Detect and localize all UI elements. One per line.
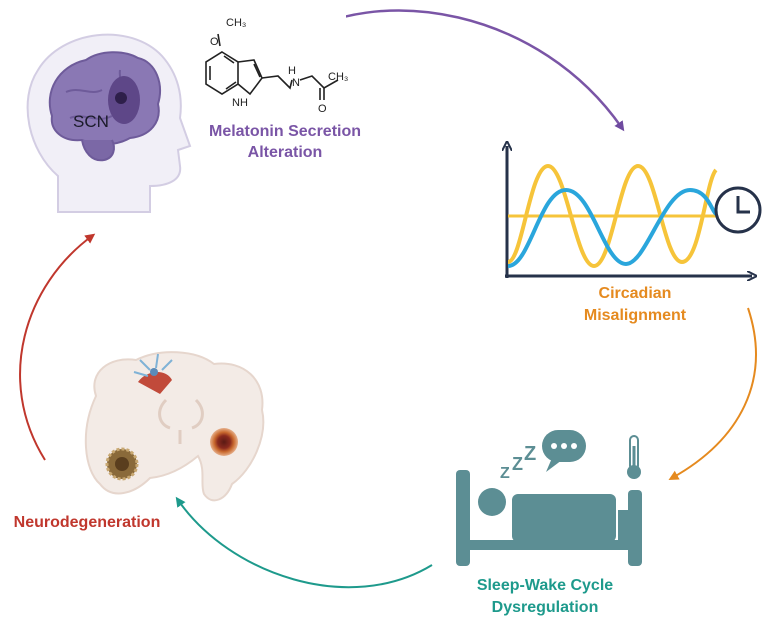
arrow-neuro-to-brain: [19, 233, 96, 461]
bed-headboard: [456, 470, 470, 566]
brain-section-illustration: [84, 351, 265, 502]
sleep-z-mid: Z: [512, 454, 523, 474]
label-melatonin-line1: Melatonin Secretion: [208, 123, 362, 140]
sleep-z-small: Z: [500, 465, 510, 482]
scn-dot: [115, 92, 127, 104]
microglia-cell: [133, 353, 173, 394]
sleep-z-large: Z: [524, 443, 536, 465]
label-sleep-line2: Dysregulation: [491, 599, 599, 616]
sleeper-body: [512, 494, 616, 542]
label-melatonin-line2: Alteration: [247, 144, 323, 161]
bed-footboard: [628, 490, 642, 566]
label-circadian-line2: Misalignment: [583, 307, 687, 324]
arrow-sleep-to-neuro: [175, 496, 433, 589]
label-circadian-line1: Circadian: [598, 285, 672, 302]
molecule-indole-nh: NH: [232, 97, 248, 109]
clock-hands: [736, 196, 750, 214]
molecule-methyl-top: CH₃: [226, 17, 246, 29]
molecule-methyl-right: CH₃: [328, 71, 348, 83]
wave-yellow: [507, 163, 718, 269]
brain-section: [84, 351, 265, 502]
label-sleep-line1: Sleep-Wake Cycle: [476, 577, 614, 594]
sleep-illustration: [456, 430, 642, 566]
molecule-nitrogen-amide: N: [292, 77, 300, 89]
head-brain-illustration: [26, 33, 192, 213]
molecule-hydrogen-amide: H: [288, 65, 296, 77]
label-scn: SCN: [73, 112, 109, 131]
arrow-circadian-to-sleep: [668, 307, 757, 480]
molecule-oxygen-top: O: [210, 36, 219, 48]
circadian-graph: [505, 146, 762, 278]
amyloid-lesion: [210, 428, 238, 456]
wave-blue: [507, 187, 718, 268]
melatonin-molecule: [196, 14, 346, 124]
label-neurodegeneration: Neurodegeneration: [13, 514, 161, 531]
bed-mattress: [470, 540, 628, 550]
bed-foot-panel: [618, 510, 630, 540]
molecule-oxygen-bottom: O: [318, 103, 327, 115]
sleeper-head: [478, 488, 506, 516]
